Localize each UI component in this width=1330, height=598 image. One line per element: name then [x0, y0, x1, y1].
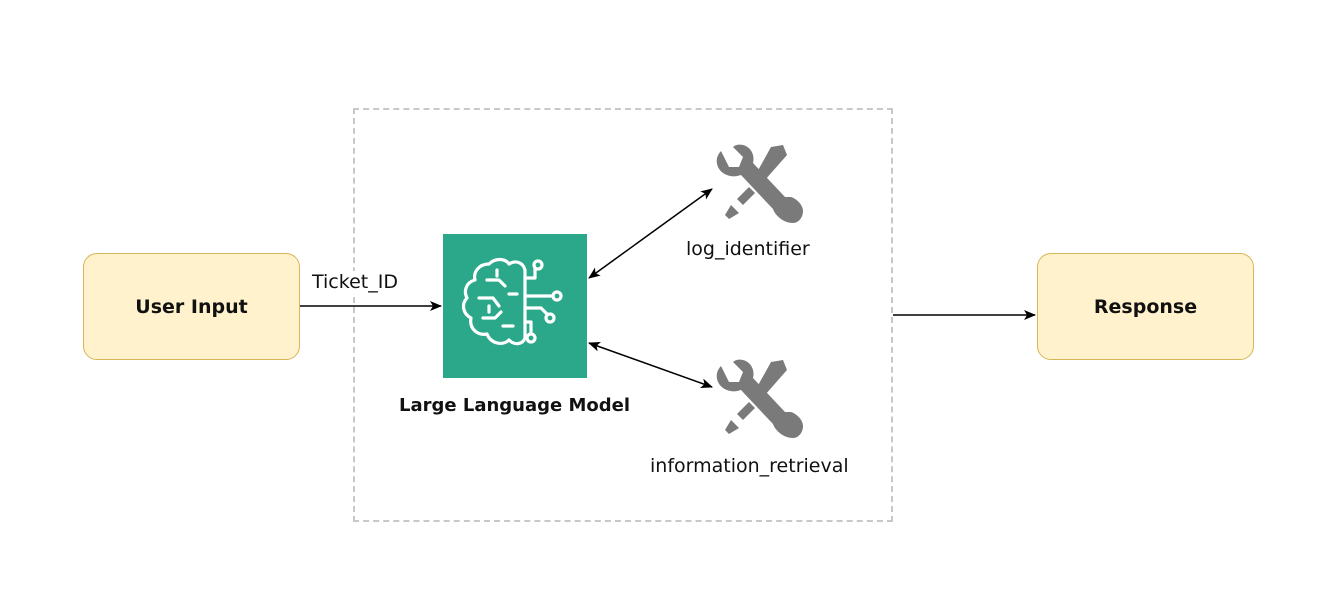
wrench-screwdriver-icon[interactable] — [713, 143, 805, 225]
edge-label-ticket-id: Ticket_ID — [312, 271, 398, 293]
brain-circuit-icon — [461, 257, 563, 346]
llm-label: Large Language Model — [399, 395, 631, 416]
tool-label-log-identifier: log_identifier — [686, 238, 810, 260]
user-input-node[interactable]: User Input — [83, 253, 300, 360]
agent-group-frame — [353, 108, 893, 522]
user-input-label: User Input — [135, 295, 248, 318]
response-node[interactable]: Response — [1037, 253, 1254, 360]
response-label: Response — [1093, 295, 1198, 318]
tool-label-information-retrieval: information_retrieval — [650, 455, 849, 477]
llm-node[interactable] — [443, 234, 587, 378]
wrench-screwdriver-icon[interactable] — [713, 358, 805, 440]
